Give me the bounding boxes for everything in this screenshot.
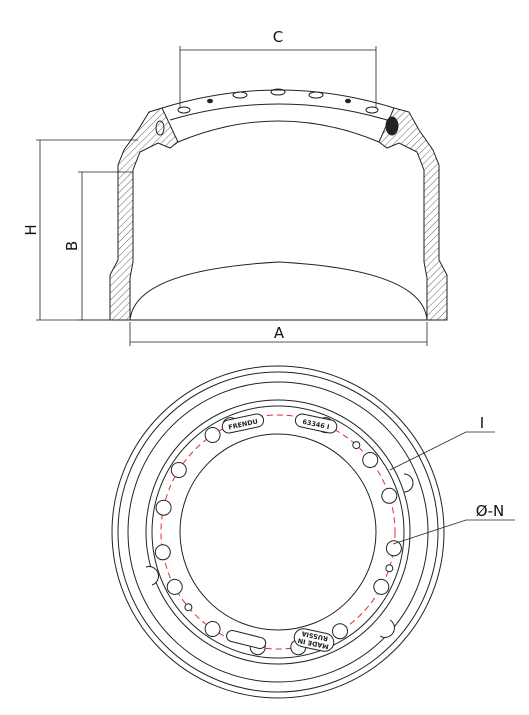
bolt-hole <box>381 487 398 504</box>
flange-inner <box>151 405 405 659</box>
front-view <box>111 365 445 699</box>
outer-rim-2 <box>117 371 439 693</box>
callout-hole-diameter-label: Ø-N <box>476 502 504 520</box>
small-hole <box>385 564 394 573</box>
right-wall-section <box>378 107 448 321</box>
outer-rim-3 <box>127 381 429 683</box>
bolt-circle <box>160 414 396 650</box>
flange-notches <box>145 473 414 638</box>
mounting-face-rim <box>169 103 388 121</box>
bolt-hole <box>154 544 171 561</box>
bottom-rim <box>129 261 428 321</box>
side-view <box>109 88 448 321</box>
bolt-hole <box>373 578 390 595</box>
flange-outer <box>145 399 411 665</box>
stamp-part-number: 63346 I <box>294 413 338 434</box>
callout-bolt-circle-label: I <box>480 414 484 432</box>
bolt-hole <box>170 462 187 478</box>
stamp-brand: FRENDU <box>221 413 265 434</box>
bolt-hole <box>155 499 172 516</box>
bolt-hole <box>362 452 379 468</box>
left-wall-section <box>109 107 179 321</box>
dimension-b-label: B <box>63 241 81 251</box>
dimension-c-label: C <box>273 28 283 46</box>
bolt-hole <box>204 621 221 637</box>
center-bore <box>179 433 377 631</box>
dimension-a-label: A <box>274 324 285 342</box>
slot-bottom-left <box>226 630 267 650</box>
top-face-holes <box>155 88 399 136</box>
side-view-dimensions <box>36 46 428 346</box>
bolt-hole <box>332 623 348 640</box>
stamp-origin: MADE IN RUSSIA <box>293 628 335 652</box>
mounting-face <box>161 89 395 109</box>
bolt-hole <box>204 427 221 443</box>
callout-lines <box>389 431 515 545</box>
bolt-hole <box>385 540 402 557</box>
dimension-h-label: H <box>22 224 40 235</box>
bolt-hole <box>166 578 183 595</box>
small-hole <box>352 441 361 450</box>
outer-rim <box>111 365 445 699</box>
mounting-face-inner <box>177 120 380 143</box>
small-hole <box>184 603 193 612</box>
